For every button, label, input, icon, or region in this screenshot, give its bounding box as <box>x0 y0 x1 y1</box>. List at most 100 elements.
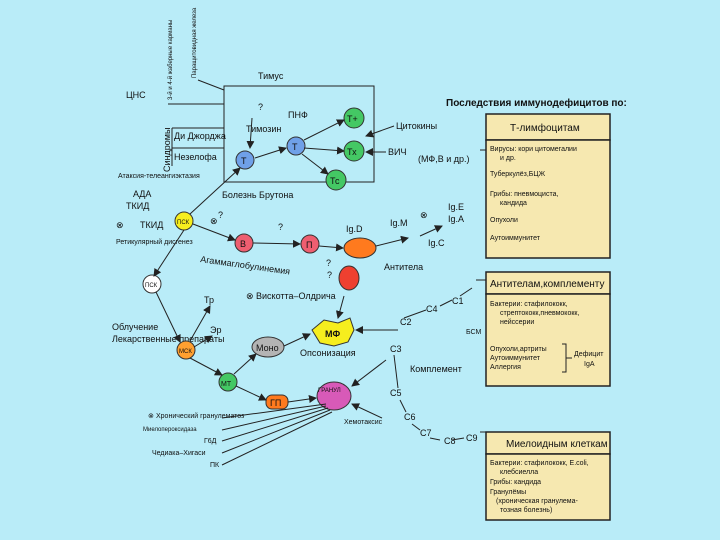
mt-cell-label: МТ <box>221 381 232 388</box>
tplus-cell <box>343 107 365 129</box>
syndromes-label: Синдромы <box>162 128 172 172</box>
hiv-targets-label: (МФ,В и др.) <box>418 154 470 164</box>
panel-ab-deficit-1: Дефицит <box>574 351 604 358</box>
granulocyte-cell-label: ГРАНУЛ <box>318 388 341 394</box>
panel-ab-bracket <box>562 343 572 373</box>
c3-label: C3 <box>390 344 402 354</box>
bsm-label: БСМ <box>466 329 481 336</box>
block-mark-3: ⊗ <box>420 210 428 220</box>
g6d-label: Г6Д <box>204 438 217 445</box>
cell-nodes: Т+ Тх Тс Т Т ПСК ПСК В П МСК Моно МФ МТ … <box>142 107 377 411</box>
panel-t-header: Т-лимфоцитам <box>510 122 580 134</box>
panel-ab-body <box>485 293 611 387</box>
panel-myeloid-header: Миелоидным клеткам <box>506 439 608 450</box>
opsonization-label: Опсонизация <box>300 348 356 358</box>
tkid2-label: ТКИД <box>140 220 163 230</box>
er-label: Эр <box>210 325 221 335</box>
panel-t-line-1: Вирусы: кори цитомегалии <box>490 146 577 153</box>
gill-arches-label: 3-й и 4-й жаберные карманы <box>167 20 174 100</box>
t2-cell <box>286 136 306 156</box>
c6-label: C6 <box>404 412 416 422</box>
panel-ab-deficit-2: IgA <box>584 361 595 368</box>
chronic-gran-block-mark: ⊗ <box>148 413 154 420</box>
connections <box>153 79 486 466</box>
thymosin-label: Тимозин <box>246 124 281 134</box>
question-mark-2: ? <box>278 222 283 232</box>
reticular-label: Ретикулярный дисгенез <box>116 238 193 246</box>
block-mark-2: ⊗ <box>210 216 218 226</box>
chediak-label: Чедиака–Хигаси <box>152 450 206 457</box>
granulocyte-cell <box>316 381 352 411</box>
chronic-gran-label: Хронический гранулематоз <box>156 412 244 420</box>
msk-cell-label: МСК <box>179 349 192 355</box>
panel-myeloid-line-2: клебсиелла <box>500 468 538 476</box>
c9-label: C9 <box>466 433 478 443</box>
ada-label: АДА <box>133 189 151 199</box>
t2-cell-label: Т <box>292 142 298 152</box>
msk-cell <box>176 340 196 360</box>
tkid1-label: ТКИД <box>126 201 149 211</box>
tplus-cell-label: Т+ <box>347 114 358 124</box>
psk-progenitor-cell <box>142 274 162 294</box>
complement-label: Комплемент <box>410 364 462 374</box>
panel-t-line-4: Грибы: пневмоциста, <box>490 190 558 198</box>
igm-label: Ig.M <box>390 218 408 228</box>
panel-myeloid-line-6: тозная болезнь) <box>500 506 552 514</box>
drugs-label: Лекарственные препараты <box>112 334 224 344</box>
c7-label: C7 <box>420 428 432 438</box>
panel-ab-line-6: Аллергия <box>490 364 521 371</box>
plasma-cell <box>300 234 320 254</box>
pk-label: ПК <box>210 462 220 469</box>
panel-myeloid-line-3: Грибы: кандида <box>490 478 541 486</box>
iga-label: Ig.A <box>448 214 464 224</box>
b-cell-label: В <box>240 239 246 249</box>
pnf-label: ПНФ <box>288 110 308 120</box>
panel-t-line-7: Аутоиммунитет <box>490 235 541 242</box>
diagram-title: Последствия иммунодефицитов по: <box>446 97 627 109</box>
cns-label: ЦНС <box>126 90 146 100</box>
agamma-label: Агаммаглобулинемия <box>200 254 291 277</box>
igd-label: Ig.D <box>346 224 363 234</box>
c4-label: C4 <box>426 304 438 314</box>
tr-label: Тр <box>204 295 214 305</box>
mono-cell <box>251 336 285 358</box>
c8-label: C8 <box>444 436 456 446</box>
panel-myeloid-line-4: Гранулёмы <box>490 489 526 496</box>
panel-myeloid-line-5: (хроническая гранулема- <box>496 498 579 505</box>
nezelof-label: Незелофа <box>174 152 217 162</box>
panel-ab-line-1: Бактерии: стафилококк, <box>490 301 568 308</box>
igc-label: Ig.C <box>428 238 445 248</box>
panel-t-line-5: кандида <box>500 200 527 207</box>
gp-cell-label: ГП <box>270 398 281 408</box>
antibody-label: Антитела <box>384 262 423 272</box>
panel-myeloid-body <box>485 453 611 521</box>
block-mark-1: ⊗ <box>116 220 124 230</box>
macrophage-cell-label: МФ <box>325 329 340 339</box>
ige-label: Ig.E <box>448 202 464 212</box>
panel-t-line-6: Опухоли <box>490 217 518 224</box>
di-george-label: Ди Джорджа <box>174 131 226 141</box>
question-mark-1: ? <box>258 102 263 112</box>
wiskott-label: Вискотта–Олдрича <box>256 291 336 301</box>
t1-cell <box>235 150 255 170</box>
panel-ab-line-2: стрептококк,пневмококк, <box>500 310 579 317</box>
panel-myeloid-line-1: Бактерии: стафилококк, E.coli, <box>490 460 589 467</box>
tc-cell <box>325 169 347 191</box>
block-mark-4: ⊗ <box>246 291 254 301</box>
panel-ab-line-4: Опухоли,артриты <box>490 346 547 353</box>
question-mark-4: ? <box>326 258 331 268</box>
thymus-label: Тимус <box>258 71 284 81</box>
t1-cell-label: Т <box>241 156 247 166</box>
plasma-cell-label: П <box>306 240 312 250</box>
hiv-label: ВИЧ <box>388 147 406 157</box>
panel-ab-header: Антителам,комплементу <box>490 279 605 290</box>
cytokines-label: Цитокины <box>396 121 437 131</box>
panel-antibodies: Антителам,комплементу Бактерии: стафилок… <box>485 271 611 387</box>
question-mark-3: ? <box>218 210 223 220</box>
bruton-label-1: Болезнь Брутона <box>222 190 293 200</box>
panel-ab-line-5: Аутоиммунитет <box>490 355 541 362</box>
c5-label: C5 <box>390 388 402 398</box>
macrophage-cell <box>311 317 355 347</box>
psk-progenitor-cell-label: ПСК <box>145 283 158 289</box>
